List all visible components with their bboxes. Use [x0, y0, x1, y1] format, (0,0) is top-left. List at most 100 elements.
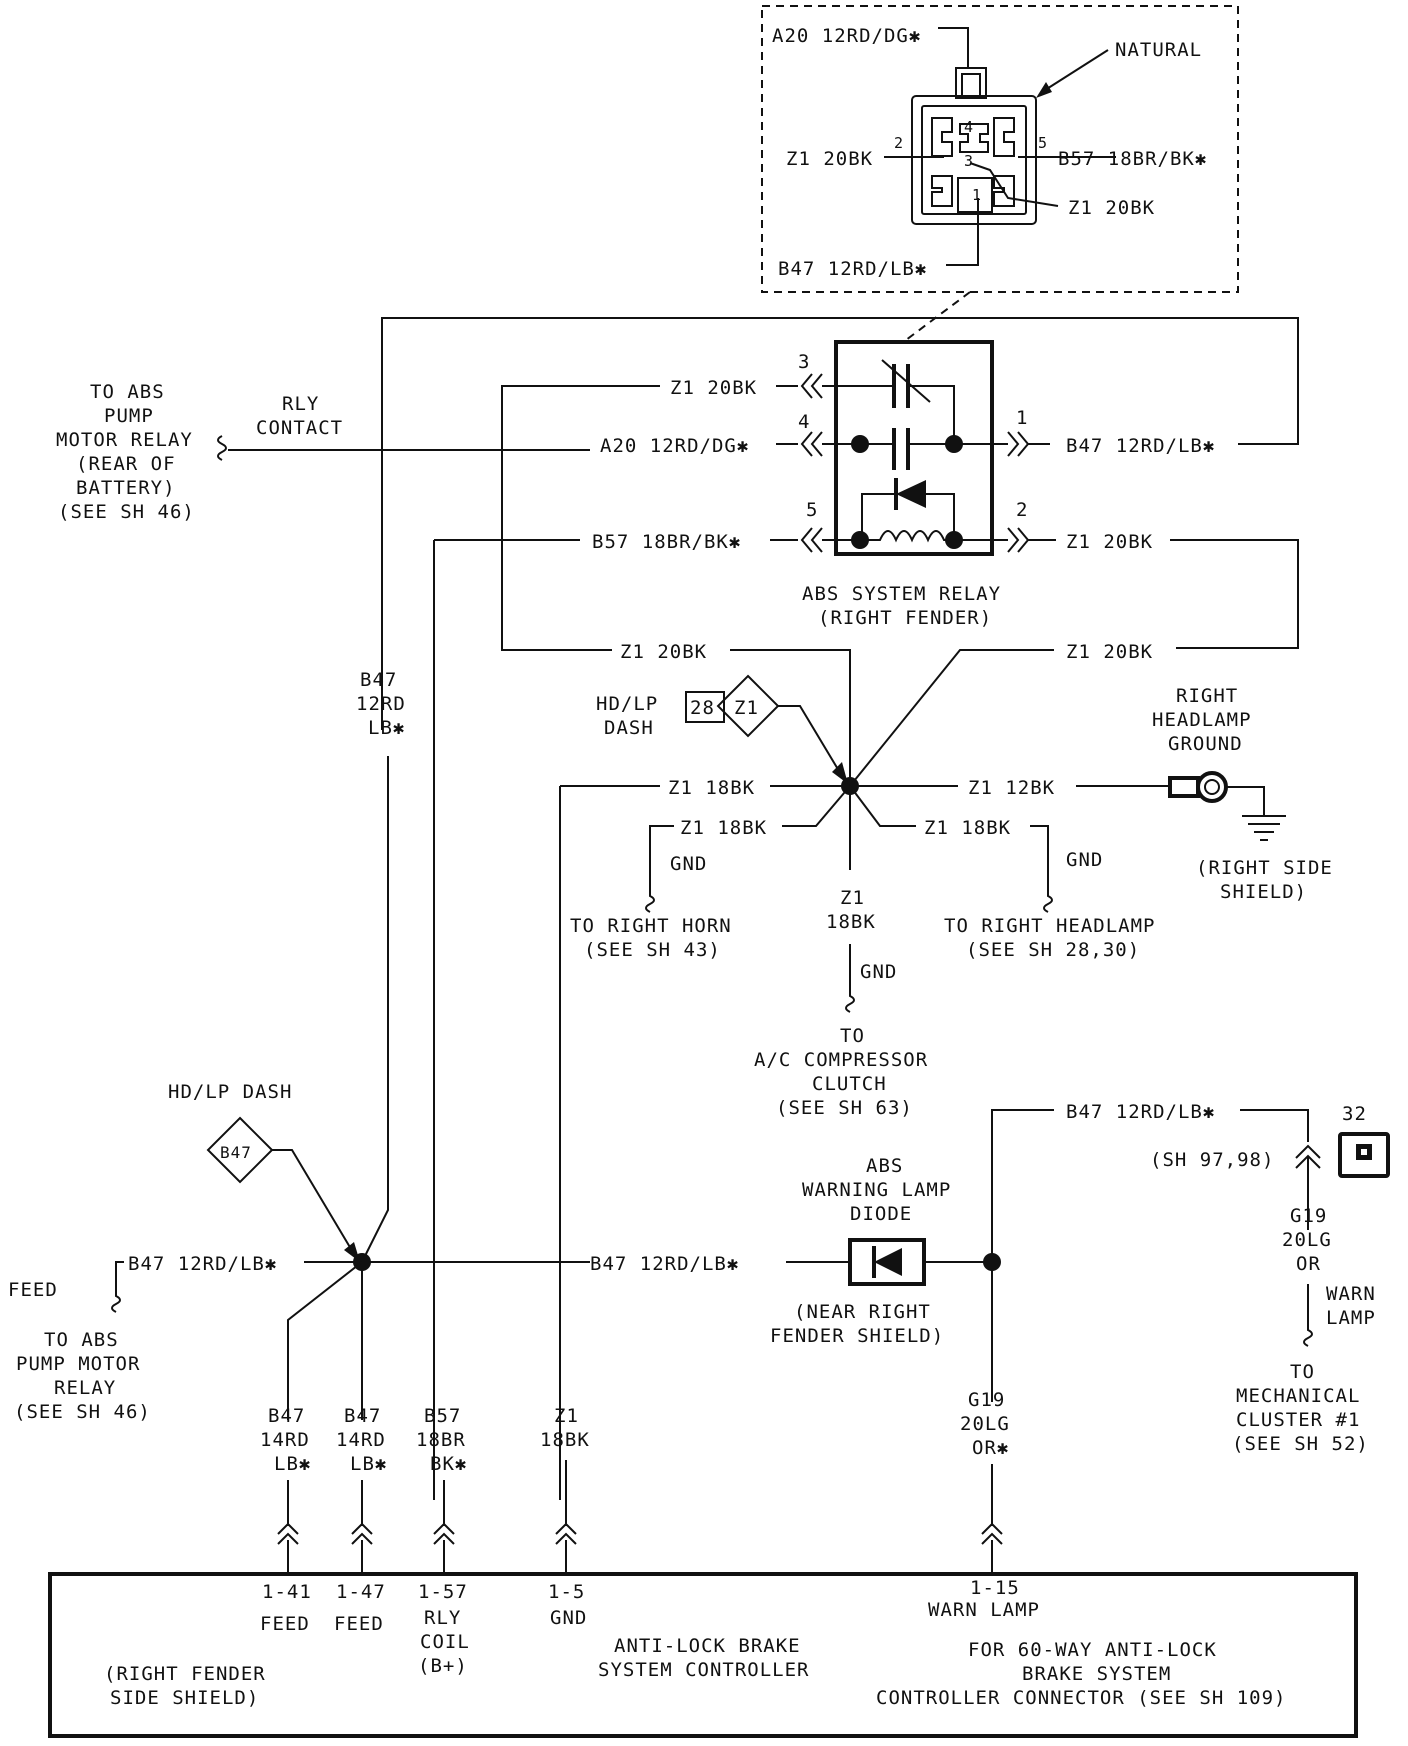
pin-1-57-connector-icon — [433, 1522, 455, 1574]
ground-terminal-icon — [1168, 776, 1200, 798]
detail-link-line — [905, 291, 971, 341]
rh-ground-label-1: RIGHT — [1176, 685, 1238, 707]
connector-detail-box — [761, 5, 1239, 293]
pin-1-5-label: GND — [550, 1607, 587, 1629]
controller-title-2: SYSTEM CONTROLLER — [598, 1659, 809, 1681]
hdlp-b47-diamond — [206, 1116, 274, 1184]
b47-left-vertical: B47 12RD LB✱ — [356, 669, 406, 1263]
wire-label-b47-1-a: B47 — [268, 1405, 305, 1427]
connector-natural-label: NATURAL — [1115, 39, 1202, 61]
wire-label-z1-b: 18BK — [540, 1429, 590, 1451]
warn-lamp-2: LAMP — [1326, 1307, 1376, 1329]
g19-right-2: 20LG — [1282, 1229, 1332, 1251]
b47-splice: HD/LP DASH B47 B47 12RD/LB✱ — [168, 1081, 850, 1420]
rh-ground-shield-1: (RIGHT SIDE — [1196, 857, 1333, 879]
pump-relay-label-1: TO ABS — [90, 381, 165, 403]
abs-system-relay: 3 4 1 5 2 ABS SYSTEM RELAY (RIGHT FENDER… — [798, 340, 1030, 629]
splice-z1-18bk-lowright: Z1 18BK — [924, 817, 1011, 839]
wire-label-b47-2-a: B47 — [344, 1405, 381, 1427]
wire-label-b57-a: B57 — [424, 1405, 461, 1427]
rh-ground-label-3: GROUND — [1168, 733, 1243, 755]
relay-pin4-num: 4 — [798, 411, 810, 433]
sh97-label: (SH 97,98) — [1150, 1149, 1274, 1171]
connector-32-label: 32 — [1342, 1103, 1367, 1125]
connector-num5: 5 — [1038, 134, 1048, 152]
rly-contact-label-2: CONTACT — [256, 417, 343, 439]
relay-pin5-wire-label: B57 18BR/BK✱ — [592, 531, 741, 553]
hdlp-diamond-label: B47 — [220, 1143, 252, 1162]
gnd-left-label: GND — [670, 853, 707, 875]
controller-conn-2: BRAKE SYSTEM — [1022, 1663, 1171, 1685]
relay-pin2-wire-label: Z1 20BK — [1066, 531, 1153, 553]
feed-to-pump-relay: FEED B47 12RD/LB✱ TO ABS PUMP MOTOR RELA… — [8, 1253, 277, 1423]
pin-1-5-connector-icon — [555, 1522, 577, 1574]
gnd-right-label: GND — [1066, 849, 1103, 871]
b47-vert-label-3: LB✱ — [368, 717, 405, 739]
diode-label-1: ABS — [866, 1155, 903, 1177]
wire-label-g19-c: OR✱ — [972, 1437, 1009, 1459]
pump-relay-label-6: (SEE SH 46) — [58, 501, 195, 523]
g19-right-3: OR — [1296, 1253, 1321, 1275]
wire-label-b57-c: BK✱ — [430, 1453, 467, 1475]
pin-1-57-num: 1-57 — [418, 1581, 468, 1603]
pin-1-41-connector-icon — [277, 1522, 299, 1574]
wire-label-b47-1-c: LB✱ — [274, 1453, 311, 1475]
b47-vert-label-2: 12RD — [356, 693, 406, 715]
ground-symbol-icon — [1242, 815, 1286, 841]
feed-wire-label: B47 12RD/LB✱ — [128, 1253, 277, 1275]
feed-label: FEED — [8, 1279, 58, 1301]
splice-z1-18bk-left: Z1 18BK — [668, 777, 755, 799]
splice-z1-diamond — [716, 674, 780, 738]
relay-label-2: (RIGHT FENDER) — [818, 607, 992, 629]
pin-1-47-num: 1-47 — [336, 1581, 386, 1603]
ground-splice: Z1 20BK Z1 20BK HD/LP DASH 28 Z1 Z1 18BK… — [559, 641, 1168, 1500]
mech-cluster-1: TO — [1290, 1361, 1315, 1383]
b47-mid-label: B47 12RD/LB✱ — [590, 1253, 739, 1275]
splice-z1-down-1: Z1 — [840, 887, 865, 909]
relay-pin5-num: 5 — [806, 499, 818, 521]
connector-pin3-label: Z1 20BK — [1068, 197, 1155, 219]
feed-dest-label-2: PUMP MOTOR — [16, 1353, 140, 1375]
relay-pin3-num: 3 — [798, 351, 810, 373]
relay-pin1-connector — [1007, 431, 1030, 457]
splice-z1-20bk-left: Z1 20BK — [620, 641, 707, 663]
right-horn-label-2: (SEE SH 43) — [584, 939, 721, 961]
diode-label-2: WARNING LAMP — [802, 1179, 951, 1201]
pump-relay-label-3: MOTOR RELAY — [56, 429, 193, 451]
ac-clutch-label-1: TO — [840, 1025, 865, 1047]
right-headlamp-ground: RIGHT HEADLAMP GROUND (RIGHT SIDE SHIELD… — [1152, 685, 1333, 903]
connector-pin2-label: Z1 20BK — [786, 148, 873, 170]
mech-cluster-4: (SEE SH 52) — [1232, 1433, 1369, 1455]
splice-z1-12bk: Z1 12BK — [968, 777, 1055, 799]
connector-32-icon — [1338, 1132, 1390, 1178]
relay-pin4-wire-label: A20 12RD/DG✱ — [600, 435, 749, 457]
ac-clutch-label-2: A/C COMPRESSOR — [754, 1049, 928, 1071]
pin-1-57-label-3: (B+) — [418, 1655, 468, 1677]
connector-pin4-label: A20 12RD/DG✱ — [772, 25, 921, 47]
relay-pin3-connector — [800, 373, 823, 399]
relay-pin2-connector — [1007, 527, 1030, 553]
connector-icon — [217, 435, 227, 461]
controller-conn-3: CONTROLLER CONNECTOR (SEE SH 109) — [876, 1687, 1287, 1709]
mech-cluster-2: MECHANICAL — [1236, 1385, 1360, 1407]
gnd-center-label: GND — [860, 961, 897, 983]
controller-shield-2: SIDE SHIELD) — [110, 1687, 259, 1709]
pin-1-57-label-2: COIL — [420, 1631, 470, 1653]
diode-note-1: (NEAR RIGHT — [794, 1301, 931, 1323]
pin-1-5-num: 1-5 — [548, 1581, 585, 1603]
pin-1-41-num: 1-41 — [262, 1581, 312, 1603]
pin-1-15-num: 1-15 — [970, 1577, 1020, 1599]
connector-detail: A20 12RD/DG✱ NATURAL Z1 20BK B57 18BR/BK… — [761, 5, 1239, 341]
controller-box — [48, 1572, 1358, 1738]
connector-num1: 1 — [972, 186, 982, 204]
connector-num4: 4 — [964, 118, 974, 136]
relay-pin5-connector — [800, 527, 823, 553]
ac-clutch-label-3: CLUTCH — [812, 1073, 887, 1095]
relay-box — [834, 340, 994, 556]
pin-1-41-label: FEED — [260, 1613, 310, 1635]
wire-label-b57-b: 18BR — [416, 1429, 466, 1451]
wire-label-z1-a: Z1 — [554, 1405, 579, 1427]
connector-num3: 3 — [964, 152, 974, 170]
hdlp-dash-label: HD/LP DASH — [168, 1081, 292, 1103]
